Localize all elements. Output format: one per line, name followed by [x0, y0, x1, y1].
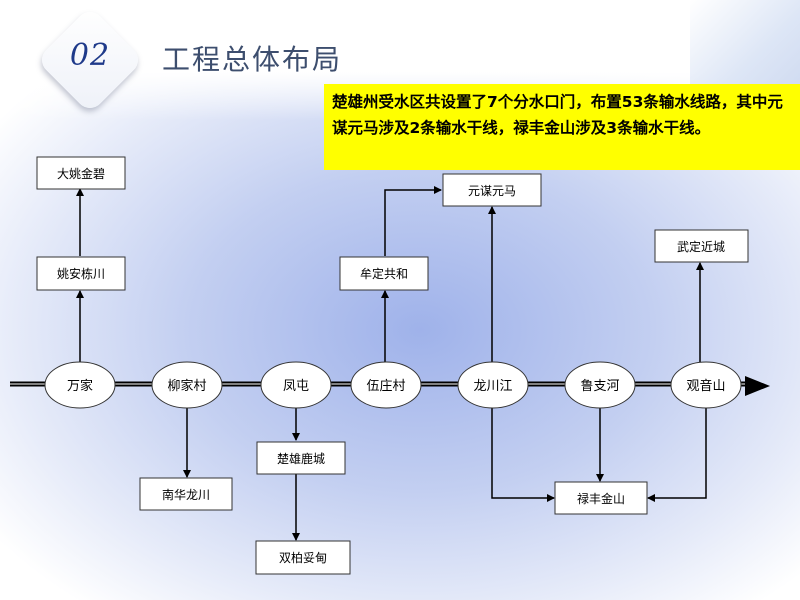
destination-yuanmou: 元谋元马	[442, 173, 542, 207]
destination-nanhua-label: 南华龙川	[162, 487, 210, 502]
edge-guanyinshan-lufeng	[647, 408, 707, 502]
node-wanjia-label: 万家	[67, 378, 93, 394]
node-wuzhuangcun-label: 伍庄村	[366, 378, 405, 394]
node-luzhihe: 鲁支河	[564, 361, 636, 409]
destination-mouding: 牟定共和	[339, 256, 429, 291]
destination-chuxiong: 楚雄鹿城	[256, 441, 346, 475]
destination-yaoan-label: 姚安栋川	[57, 266, 105, 281]
destination-shuangbai-label: 双柏妥甸	[279, 550, 327, 565]
connector-lines	[76, 186, 707, 541]
node-fengtun: 凤屯	[260, 361, 332, 409]
destination-mouding-label: 牟定共和	[360, 266, 408, 281]
destination-dayao: 大姚金碧	[36, 156, 126, 190]
edge-longchuanjiang-lufeng	[491, 408, 555, 502]
node-longchuanjiang: 龙川江	[457, 361, 529, 409]
destination-lufeng-label: 禄丰金山	[577, 491, 625, 506]
destination-yaoan: 姚安栋川	[36, 256, 126, 291]
node-liujiacun: 柳家村	[151, 361, 223, 409]
destination-lufeng: 禄丰金山	[554, 481, 648, 515]
destination-wuding: 武定近城	[654, 229, 749, 263]
destination-shuangbai: 双柏妥甸	[255, 540, 351, 575]
corner-decoration	[690, 0, 800, 95]
node-luzhihe-label: 鲁支河	[580, 379, 619, 394]
node-longchuanjiang-label: 龙川江	[473, 379, 512, 394]
destination-yuanmou-label: 元谋元马	[468, 184, 516, 198]
node-guanyinshan: 观音山	[670, 361, 742, 409]
node-liujiacun-label: 柳家村	[167, 378, 206, 394]
destination-nanhua: 南华龙川	[139, 477, 233, 511]
destination-dayao-label: 大姚金碧	[57, 166, 105, 181]
node-guanyinshan-label: 观音山	[686, 378, 725, 394]
section-number: 02	[69, 38, 111, 73]
destination-chuxiong-label: 楚雄鹿城	[277, 451, 325, 466]
edge-mouding-yuanmou	[384, 186, 442, 256]
node-wanjia: 万家	[44, 361, 116, 409]
node-wuzhuangcun: 伍庄村	[350, 361, 422, 409]
page-title: 工程总体布局	[162, 43, 343, 76]
destination-wuding-label: 武定近城	[677, 239, 725, 254]
node-fengtun-label: 凤屯	[283, 379, 309, 394]
summary-note: 楚雄州受水区共设置了7个分水口门，布置53条输水线路，其中元谋元马涉及2条输水干…	[324, 84, 800, 170]
